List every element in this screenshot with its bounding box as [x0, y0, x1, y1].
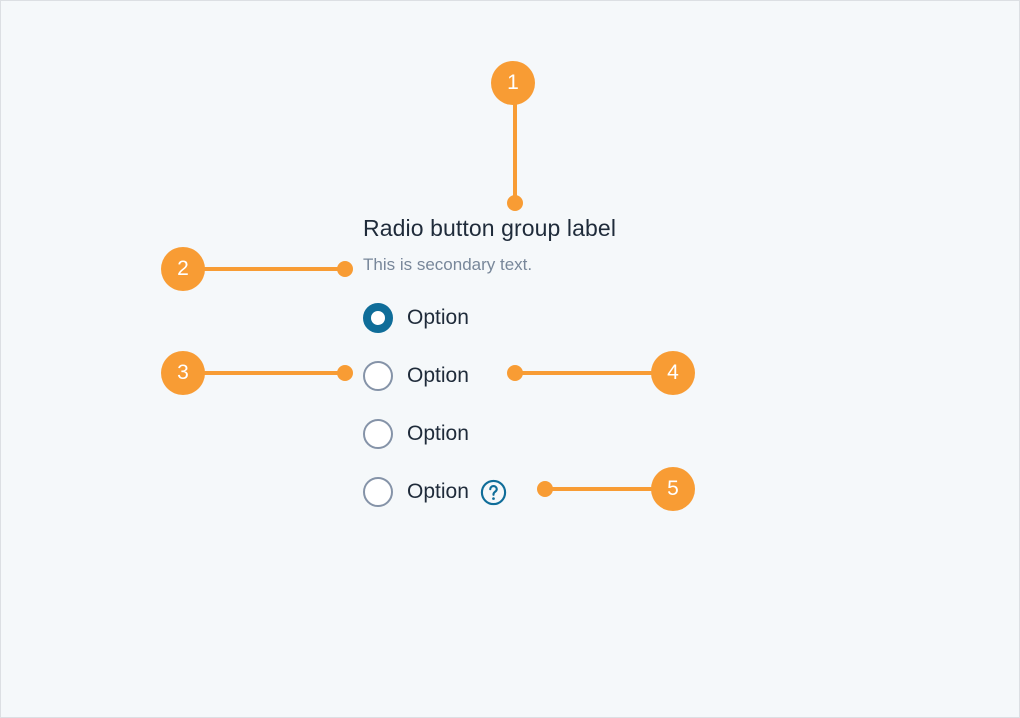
- radio-option-row-1[interactable]: Option: [363, 289, 783, 347]
- radio-option-list: Option Option Option Option: [363, 289, 783, 521]
- radio-mark[interactable]: [363, 361, 393, 391]
- radio-option-row-2[interactable]: Option: [363, 347, 783, 405]
- callout-5-connector: [545, 487, 675, 491]
- radio-mark[interactable]: [363, 419, 393, 449]
- callout-badge-3[interactable]: 3: [161, 351, 205, 395]
- radio-group-label: Radio button group label: [363, 215, 617, 241]
- radio-mark-selected[interactable]: [363, 303, 393, 333]
- radio-option-label: Option: [407, 364, 469, 387]
- callout-badge-2[interactable]: 2: [161, 247, 205, 291]
- callout-4-connector: [515, 371, 675, 375]
- callout-badge-1[interactable]: 1: [491, 61, 535, 105]
- radio-button-group: Radio button group label This is seconda…: [363, 213, 783, 521]
- radio-group-secondary-text: This is secondary text.: [363, 255, 533, 274]
- callout-4-endpoint-dot: [507, 365, 523, 381]
- radio-option-label: Option: [407, 480, 469, 503]
- callout-1-connector: [513, 83, 517, 207]
- callout-1-endpoint-dot: [507, 195, 523, 211]
- radio-option-label: Option: [407, 422, 469, 445]
- callout-badge-4[interactable]: 4: [651, 351, 695, 395]
- radio-option-label: Option: [407, 306, 469, 329]
- radio-mark[interactable]: [363, 477, 393, 507]
- radio-option-row-3[interactable]: Option: [363, 405, 783, 463]
- radio-option-row-4[interactable]: Option: [363, 463, 783, 521]
- callout-2-endpoint-dot: [337, 261, 353, 277]
- callout-3-connector: [183, 371, 345, 375]
- callout-5-endpoint-dot: [537, 481, 553, 497]
- help-question-icon[interactable]: [480, 479, 507, 506]
- callout-badge-5[interactable]: 5: [651, 467, 695, 511]
- callout-2-connector: [183, 267, 345, 271]
- callout-3-endpoint-dot: [337, 365, 353, 381]
